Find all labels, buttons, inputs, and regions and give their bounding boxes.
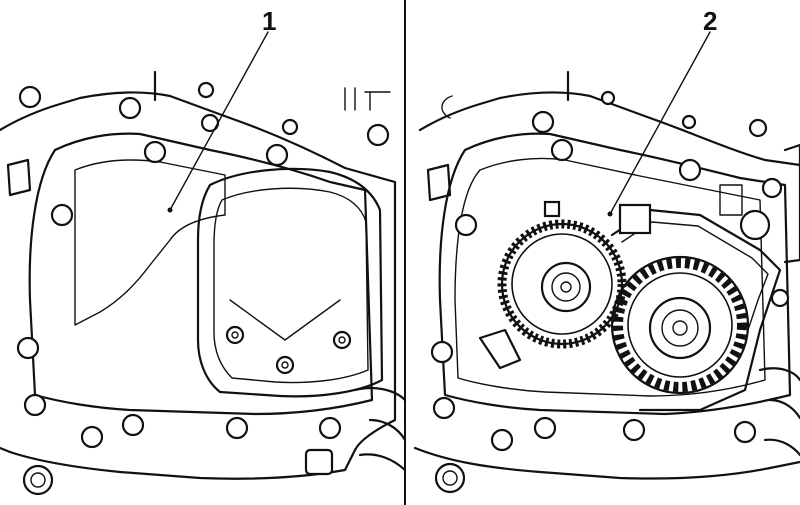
right-housing-bottom xyxy=(413,446,800,480)
bolt xyxy=(50,203,74,227)
left-cover-inner-rim xyxy=(213,187,369,384)
drive-gear-outer-ring xyxy=(610,255,750,395)
callout-2-dot xyxy=(607,211,613,217)
drive-gear-inner-ring xyxy=(627,272,733,378)
shift-rail-boss xyxy=(739,209,771,241)
bolt xyxy=(281,118,299,136)
bolt xyxy=(454,213,478,237)
left-drain-plug-center xyxy=(30,472,46,488)
bolt xyxy=(761,177,783,199)
bolt xyxy=(332,330,352,350)
bolt xyxy=(550,138,574,162)
left-flange-bolts xyxy=(16,81,390,449)
bolt xyxy=(225,416,249,440)
bolt xyxy=(16,336,40,360)
shift-fork-inner xyxy=(621,221,769,331)
left-panel-cover-view: 1 xyxy=(0,6,407,496)
left-extension-housing xyxy=(353,386,407,472)
bolt xyxy=(118,96,142,120)
bolt xyxy=(678,158,702,182)
sprocket-hub xyxy=(540,261,592,313)
bolt-center xyxy=(338,336,346,344)
bolt xyxy=(622,418,646,442)
right-gasket-flange xyxy=(438,132,792,416)
bolt xyxy=(143,140,167,164)
bolt xyxy=(275,355,295,375)
right-drive-gear xyxy=(610,255,750,395)
bolt xyxy=(430,340,454,364)
small-magnet xyxy=(543,200,561,218)
bolt xyxy=(531,110,555,134)
left-gasket-flange xyxy=(28,132,374,416)
left-drain-plug xyxy=(22,464,54,496)
drive-gear-teeth xyxy=(613,258,747,392)
sprocket-inner-ring xyxy=(511,233,613,335)
right-side-bracket xyxy=(783,143,800,264)
left-top-right-studs xyxy=(344,87,391,111)
drive-gear-shaft xyxy=(672,320,688,336)
right-drain-plug-center xyxy=(442,470,458,486)
bolt xyxy=(490,428,514,452)
bolt xyxy=(121,413,145,437)
callout-1-leader xyxy=(169,31,269,211)
bolt xyxy=(18,85,42,109)
shift-fork-bracket xyxy=(610,208,782,412)
bolt xyxy=(681,114,697,130)
bolt xyxy=(432,396,456,420)
callout-2-label: 2 xyxy=(703,6,717,36)
right-drain-plug xyxy=(434,462,466,494)
shift-rail-block xyxy=(618,203,652,235)
bolt xyxy=(318,416,342,440)
right-flange-bolts xyxy=(430,90,790,452)
shift-rail-mount xyxy=(719,184,743,216)
bolt-center xyxy=(231,331,239,339)
bolt xyxy=(225,325,245,345)
bolt xyxy=(80,425,104,449)
drive-gear-hub xyxy=(648,296,712,360)
bolt xyxy=(197,81,215,99)
bolt xyxy=(733,420,757,444)
sprocket-shaft xyxy=(560,281,572,293)
sprocket-hub-inner xyxy=(551,272,581,302)
callout-2-leader xyxy=(609,31,711,215)
right-vent-tube xyxy=(426,163,452,202)
right-lower-support xyxy=(478,328,522,370)
bolt xyxy=(533,416,557,440)
callout-1-label: 1 xyxy=(262,6,276,36)
left-sensor-fitting xyxy=(304,448,334,476)
bolt-center xyxy=(281,361,289,369)
bolt xyxy=(600,90,616,106)
left-vent-tube xyxy=(6,158,32,197)
bolt xyxy=(265,143,289,167)
left-sprocket-gear xyxy=(497,219,627,349)
right-extension-housing xyxy=(758,367,800,457)
left-housing-outline xyxy=(0,91,397,480)
bolt xyxy=(748,118,768,138)
right-panel-gear-view: 2 xyxy=(413,6,800,494)
left-cover-bolts xyxy=(225,325,352,375)
left-cover-v-rib xyxy=(229,299,341,341)
right-housing-outline xyxy=(418,91,800,167)
right-top-hook xyxy=(441,95,453,119)
drive-gear-hub-inner xyxy=(661,309,699,347)
bolt xyxy=(23,393,47,417)
bolt xyxy=(770,288,790,308)
sprocket-teeth xyxy=(497,219,627,349)
bolt xyxy=(366,123,390,147)
callout-1-dot xyxy=(167,207,173,213)
left-cover-face xyxy=(74,159,226,326)
